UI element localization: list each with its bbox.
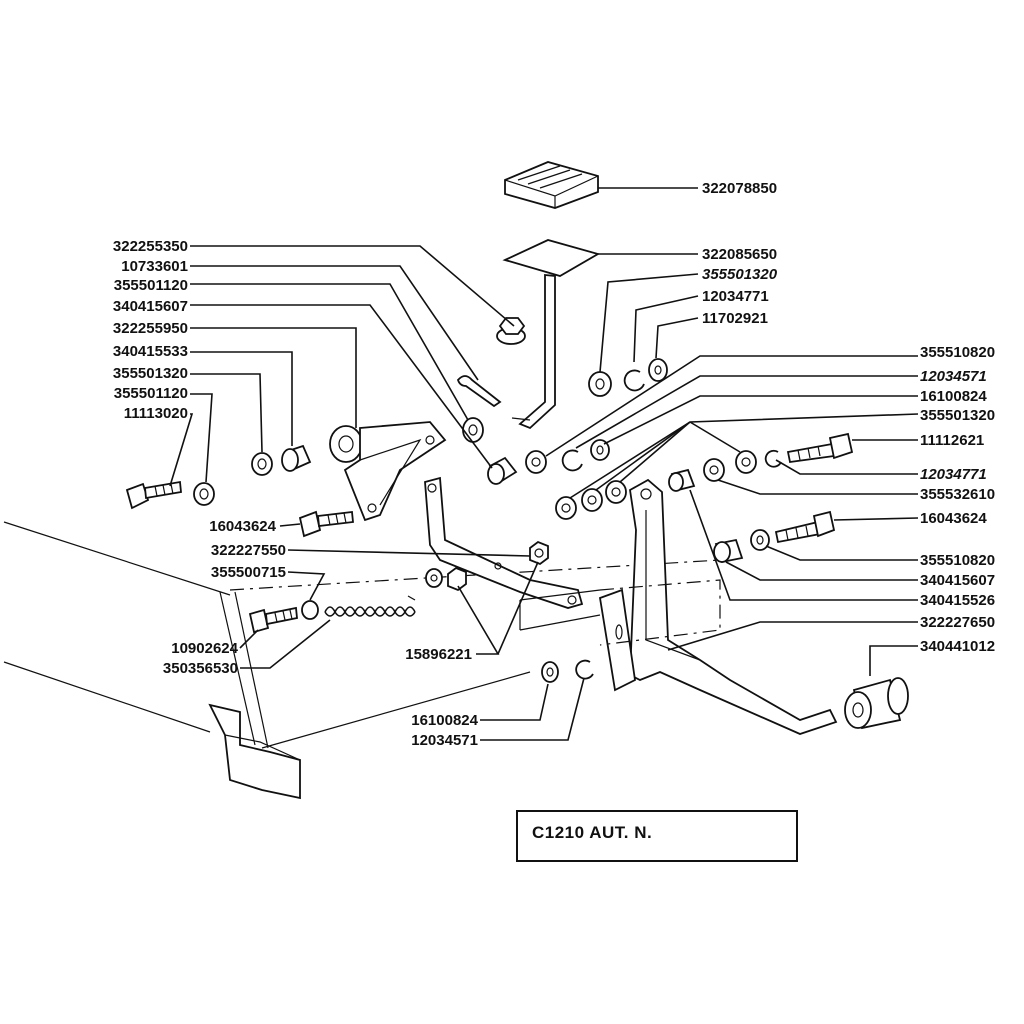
split-pin bbox=[456, 375, 502, 408]
washer-spring-right bbox=[425, 568, 443, 588]
leader-lines bbox=[169, 187, 919, 741]
callout-12034571-right: 12034571 bbox=[920, 368, 987, 385]
bush-355532610 bbox=[668, 468, 696, 492]
nut-15896221 bbox=[529, 540, 549, 566]
callout-340415607-right: 340415607 bbox=[920, 572, 995, 589]
return-spring bbox=[324, 595, 416, 617]
circlip-mid bbox=[561, 449, 583, 472]
washer-row-1 bbox=[555, 496, 577, 520]
callout-16043624-left: 16043624 bbox=[209, 518, 276, 535]
callout-355501320-left: 355501320 bbox=[113, 365, 188, 382]
callout-11112621: 11112621 bbox=[920, 432, 984, 449]
bolt-11113020 bbox=[125, 480, 182, 510]
washer-row-3 bbox=[605, 480, 627, 504]
callout-322255350: 322255350 bbox=[113, 238, 188, 255]
callout-15896221: 15896221 bbox=[405, 646, 472, 663]
callout-16100824-bottom: 16100824 bbox=[411, 712, 478, 729]
pedal-lever-main bbox=[519, 478, 838, 735]
washer-left-2 bbox=[251, 452, 273, 476]
callout-355510820-top: 355510820 bbox=[920, 344, 995, 361]
circlip-right-12034771 bbox=[623, 369, 645, 392]
callout-355501320-right: 355501320 bbox=[920, 407, 995, 424]
bolt-10902624 bbox=[248, 606, 298, 634]
bush-mid bbox=[590, 439, 610, 461]
callout-16043624-right: 16043624 bbox=[920, 510, 987, 527]
callouts-right: 322078850 322085650 355501320 12034771 1… bbox=[702, 180, 995, 655]
callout-322085650: 322085650 bbox=[702, 246, 777, 263]
pedal-pad-rubber bbox=[504, 161, 599, 209]
washer-row-2 bbox=[581, 488, 603, 512]
callout-340415607-left: 340415607 bbox=[113, 298, 188, 315]
callout-340415526: 340415526 bbox=[920, 592, 995, 609]
washer-spring-left bbox=[301, 600, 319, 620]
callout-350356530: 350356530 bbox=[163, 660, 238, 677]
callout-16100824-right: 16100824 bbox=[920, 388, 987, 405]
callout-11702921: 11702921 bbox=[702, 310, 768, 327]
washer-left-3 bbox=[193, 482, 215, 506]
callout-355510820-bottom: 355510820 bbox=[920, 552, 995, 569]
bush-left-1 bbox=[487, 456, 518, 485]
lever-arm bbox=[424, 476, 584, 609]
washer-355510820 bbox=[750, 529, 770, 551]
nut-spring bbox=[447, 566, 467, 592]
cap-nut bbox=[496, 317, 526, 345]
callout-355500715: 355500715 bbox=[211, 564, 286, 581]
callout-322227650: 322227650 bbox=[920, 614, 995, 631]
bush-340415607 bbox=[713, 538, 744, 564]
callout-340441012: 340441012 bbox=[920, 638, 995, 655]
callout-10902624: 10902624 bbox=[171, 640, 238, 657]
callout-355501120-a: 355501120 bbox=[114, 277, 188, 294]
washer-left-1 bbox=[462, 417, 484, 443]
callout-322227550: 322227550 bbox=[211, 542, 286, 559]
callout-12034771-right: 12034771 bbox=[920, 466, 987, 483]
callout-355501320-top: 355501320 bbox=[702, 266, 778, 283]
callout-355501120-b: 355501120 bbox=[114, 385, 188, 402]
circlip-right-far bbox=[764, 449, 782, 468]
bolt-11112621 bbox=[786, 432, 854, 464]
bush-left-2 bbox=[281, 444, 312, 472]
callout-322255950: 322255950 bbox=[113, 320, 188, 337]
washer-right-far bbox=[735, 450, 757, 474]
callouts-left: 322255350 10733601 355501120 340415607 3… bbox=[113, 238, 479, 749]
pedal-bracket bbox=[329, 421, 447, 522]
washer-mid-1 bbox=[525, 450, 547, 474]
circlip-12034571-bottom bbox=[575, 659, 594, 680]
washer-355532610 bbox=[703, 458, 725, 482]
callout-11113020: 11113020 bbox=[124, 405, 188, 422]
callout-10733601: 10733601 bbox=[121, 258, 188, 275]
bolt-16043624-left bbox=[298, 510, 354, 538]
bush-right-11702921 bbox=[648, 358, 668, 382]
bush-16100824-bottom bbox=[541, 661, 559, 683]
reference-code: C1210 AUT. N. bbox=[532, 823, 653, 842]
callout-12034571-bottom: 12034571 bbox=[411, 732, 478, 749]
reference-box: C1210 AUT. N. bbox=[516, 810, 798, 862]
callout-12034771-top: 12034771 bbox=[702, 288, 769, 305]
callout-322078850: 322078850 bbox=[702, 180, 777, 197]
bolt-16043624-right bbox=[774, 510, 836, 544]
washer-right-355501320 bbox=[588, 371, 612, 397]
callout-355532610: 355532610 bbox=[920, 486, 995, 503]
rubber-stop-bush bbox=[844, 677, 909, 730]
callout-340415533: 340415533 bbox=[113, 343, 188, 360]
accelerator-pedal bbox=[502, 239, 601, 430]
